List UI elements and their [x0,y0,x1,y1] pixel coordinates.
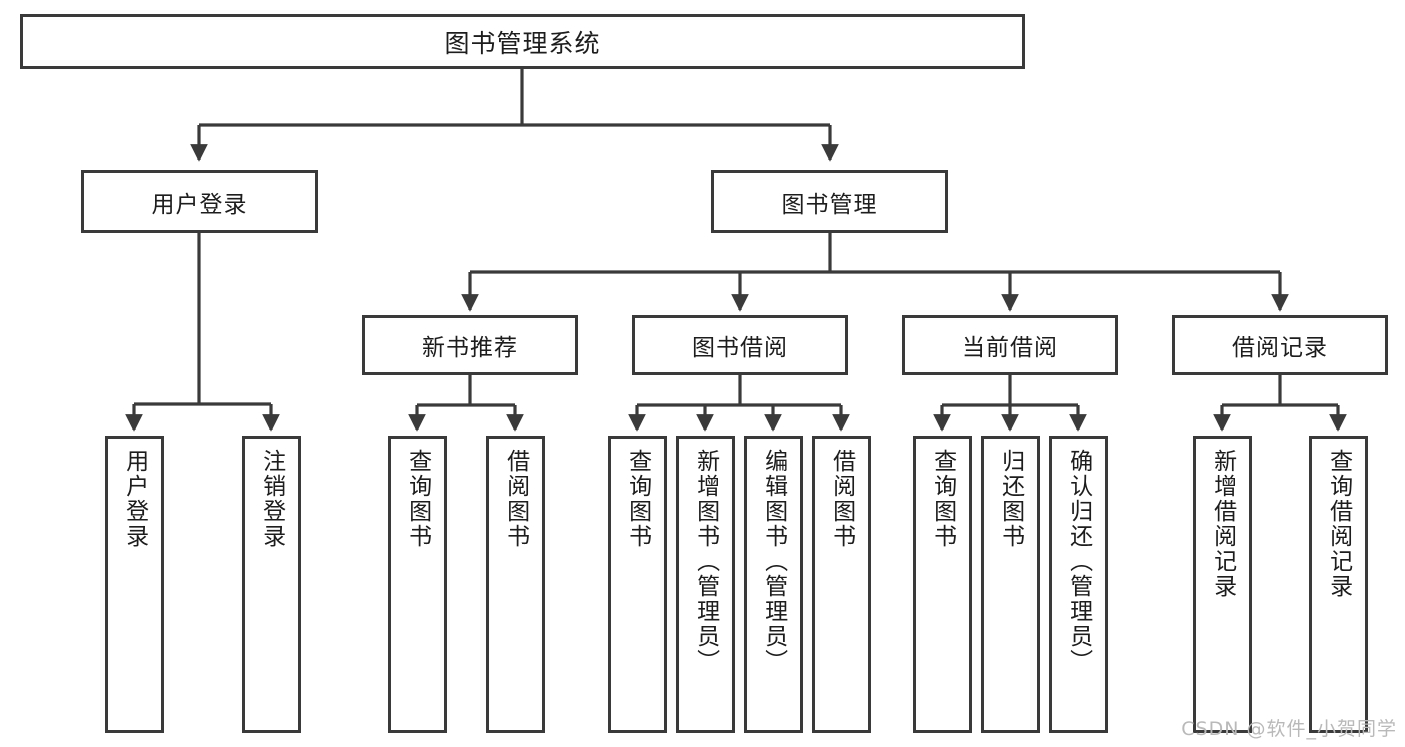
node-book-management[interactable]: 图书管理 [711,170,948,233]
watermark: CSDN @软件_小贺同学 [1181,718,1397,740]
node-root[interactable]: 图书管理系统 [20,14,1025,69]
leaf-current-confirm-return-admin[interactable]: 确认归还（管理员） [1049,436,1108,733]
node-root-label: 图书管理系统 [444,28,601,58]
node-new-book-recommend-label: 新书推荐 [422,335,518,361]
node-borrow-record[interactable]: 借阅记录 [1172,315,1388,375]
leaf-label: 查询图书 [624,449,651,549]
leaf-label: 查询图书 [929,449,956,549]
leaf-label: 确认归还（管理员） [1065,449,1092,674]
leaf-record-add-record[interactable]: 新增借阅记录 [1193,436,1252,733]
leaf-label: 查询借阅记录 [1325,449,1352,599]
node-current-borrow-label: 当前借阅 [962,335,1058,361]
leaf-borrow-edit-book-admin[interactable]: 编辑图书（管理员） [744,436,803,733]
leaf-label: 归还图书 [997,449,1024,549]
leaf-label: 借阅图书 [502,449,529,549]
leaf-current-query-book[interactable]: 查询图书 [913,436,972,733]
node-new-book-recommend[interactable]: 新书推荐 [362,315,578,375]
leaf-label: 查询图书 [404,449,431,549]
leaf-recommend-query-book[interactable]: 查询图书 [388,436,447,733]
leaf-borrow-query-book[interactable]: 查询图书 [608,436,667,733]
leaf-borrow-borrow-book[interactable]: 借阅图书 [812,436,871,733]
node-borrow-record-label: 借阅记录 [1232,335,1328,361]
leaf-label: 借阅图书 [828,449,855,549]
node-user-login-label: 用户登录 [151,191,248,218]
leaf-label: 新增图书（管理员） [692,449,719,674]
leaf-recommend-borrow-book[interactable]: 借阅图书 [486,436,545,733]
leaf-label: 编辑图书（管理员） [760,449,787,674]
leaf-user-login-logout[interactable]: 注销登录 [242,436,301,733]
node-user-login[interactable]: 用户登录 [81,170,318,233]
leaf-label: 新增借阅记录 [1209,449,1236,599]
node-book-borrow-label: 图书借阅 [692,335,788,361]
node-book-borrow[interactable]: 图书借阅 [632,315,848,375]
leaf-current-return-book[interactable]: 归还图书 [981,436,1040,733]
node-current-borrow[interactable]: 当前借阅 [902,315,1118,375]
leaf-record-query-record[interactable]: 查询借阅记录 [1309,436,1368,733]
node-book-management-label: 图书管理 [781,191,878,218]
leaf-label: 注销登录 [258,449,285,549]
leaf-user-login-login[interactable]: 用户登录 [105,436,164,733]
leaf-borrow-add-book-admin[interactable]: 新增图书（管理员） [676,436,735,733]
leaf-label: 用户登录 [121,449,148,549]
